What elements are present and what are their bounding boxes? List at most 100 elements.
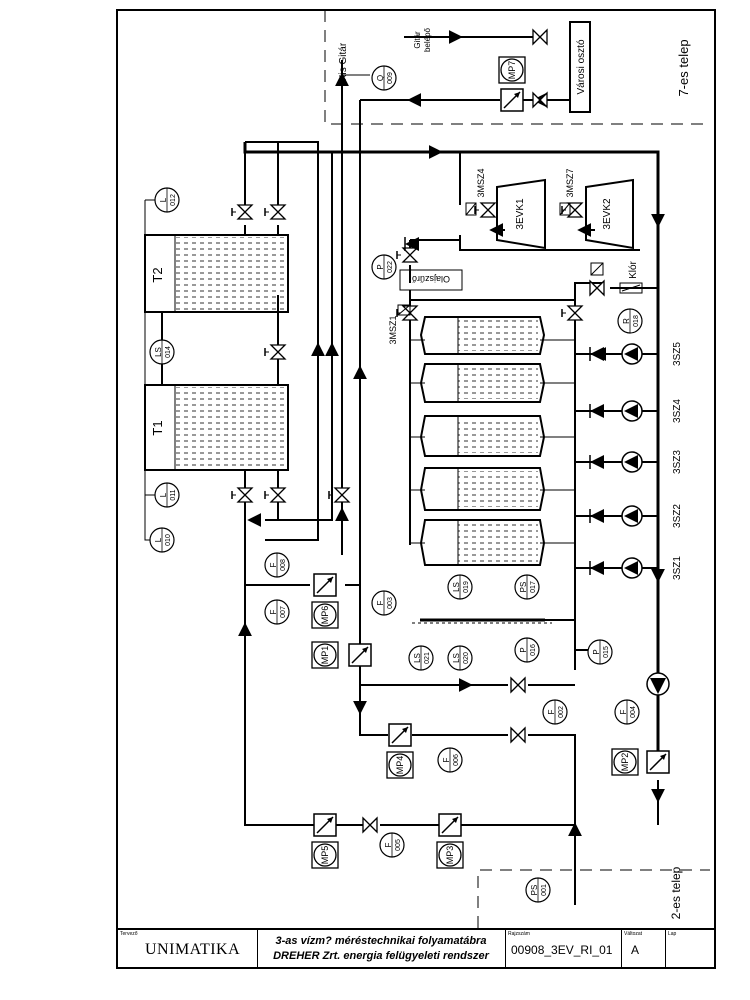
site-7-label: 7-es telep: [676, 39, 691, 96]
instrument-number: 018: [633, 315, 640, 327]
instrument-number: 015: [603, 646, 610, 658]
instrument-type: F: [269, 609, 278, 614]
valve: [561, 305, 584, 321]
title-line-2: DREHER Zrt. energia felügyeleti rendszer: [273, 950, 489, 962]
instrument-number: 008: [280, 559, 287, 571]
instrument-type: PS: [519, 582, 528, 593]
check-valve: [589, 404, 604, 418]
valve: [264, 344, 287, 360]
instrument-number: 016: [530, 644, 537, 656]
instrument-type: L: [159, 197, 168, 202]
instrument-type: F: [269, 562, 278, 567]
check-valve: [589, 347, 604, 361]
pump-3sz2: 3SZ2: [621, 504, 683, 528]
valve: [231, 204, 254, 220]
instrument-number: 004: [630, 706, 637, 718]
drawing-frame: [116, 9, 716, 969]
evaporator-3evk1: 3EVK1: [496, 178, 546, 250]
instrument-type: LS: [413, 653, 422, 663]
flow-meter-mp1: MP1: [311, 641, 372, 669]
evaporator-3evk2-label: 3EVK2: [602, 198, 613, 230]
pump-3sz5: 3SZ5: [621, 342, 683, 366]
title-block: Tervező UNIMATIKA 3-as vízm? méréstechni…: [117, 928, 715, 968]
tank-t1-label: T1: [150, 420, 165, 435]
actuator-3msz4: 3MSZ4: [465, 168, 486, 216]
flow-meter-label: MP5: [320, 846, 330, 865]
tank-t2: T2: [144, 234, 289, 313]
instrument-type: F: [384, 842, 393, 847]
instrument-number: 002: [558, 706, 565, 718]
flow-meter-mp6: MP6: [311, 573, 339, 629]
title-block-sheet-cell: Lap: [665, 930, 713, 968]
oil-filter: Olajszűrő: [399, 269, 463, 291]
drawing-number: 00908_3EV_RI_01: [511, 943, 613, 957]
actuator-3msz7: 3MSZ7: [559, 168, 575, 216]
tank-t2-label: T2: [150, 267, 165, 282]
site-2-label-text: 2-es telep: [669, 866, 683, 919]
sheet-caption: Lap: [668, 931, 677, 937]
instrument-type: F: [619, 709, 628, 714]
evaporator-3evk2: 3EVK2: [585, 178, 634, 250]
pump-3sz1: 3SZ1: [621, 556, 683, 580]
title-block-revision-cell: Változat A: [621, 930, 666, 968]
title-line-1: 3-as vízm? méréstechnikai folyamatábra: [275, 935, 487, 947]
actuator-chlorine: [590, 262, 604, 276]
title-block-title-cell: 3-as vízm? méréstechnikai folyamatábra D…: [257, 930, 506, 968]
instrument-type: LS: [154, 347, 163, 357]
flow-meter-label: MP2: [620, 753, 630, 772]
instrument-number: 005: [395, 839, 402, 851]
tank-t1: T1: [144, 384, 289, 471]
valve-3msz7-label: 3MSZ7: [565, 168, 575, 197]
instrument-type: R: [622, 318, 631, 324]
valve: [231, 487, 254, 503]
gitar-inlet-label: Gitárbelépő: [413, 27, 432, 52]
instrument-number: 010: [165, 534, 172, 546]
flow-meter-mp2: MP2: [611, 748, 670, 776]
instrument-number: 020: [463, 652, 470, 664]
instrument-number: 022: [387, 261, 394, 273]
instrument-number: 009: [387, 72, 394, 84]
chlorine-dosing: Klór: [619, 260, 643, 294]
site-boundary-top: [324, 10, 710, 125]
valve: [264, 204, 287, 220]
instrument-type: LS: [452, 582, 461, 592]
actuator-3msz1: 3MSZ1: [388, 304, 411, 345]
flow-meter-label: MP4: [395, 756, 405, 775]
valve: [532, 91, 548, 109]
instrument-number: 011: [170, 489, 177, 500]
instrument-number: 014: [165, 346, 172, 358]
check-valve: [589, 455, 604, 469]
instrument-type: F: [376, 600, 385, 605]
valve: [264, 487, 287, 503]
check-valve: [404, 237, 419, 251]
valve: [474, 202, 497, 218]
valve: [510, 676, 526, 694]
instrument-type: L: [159, 492, 168, 497]
flow-meter-label: MP1: [320, 646, 330, 665]
title-block-drawing-no-cell: Rajzszám 00908_3EV_RI_01: [505, 930, 622, 968]
flow-meter-mp5: MP5: [311, 813, 339, 869]
flow-meter-mp4: MP4: [386, 723, 414, 779]
pump-label: 3SZ1: [672, 556, 683, 580]
instrument-type: Q: [376, 75, 385, 81]
pump-lines: [575, 347, 658, 569]
instrument-type: PS: [530, 885, 539, 896]
